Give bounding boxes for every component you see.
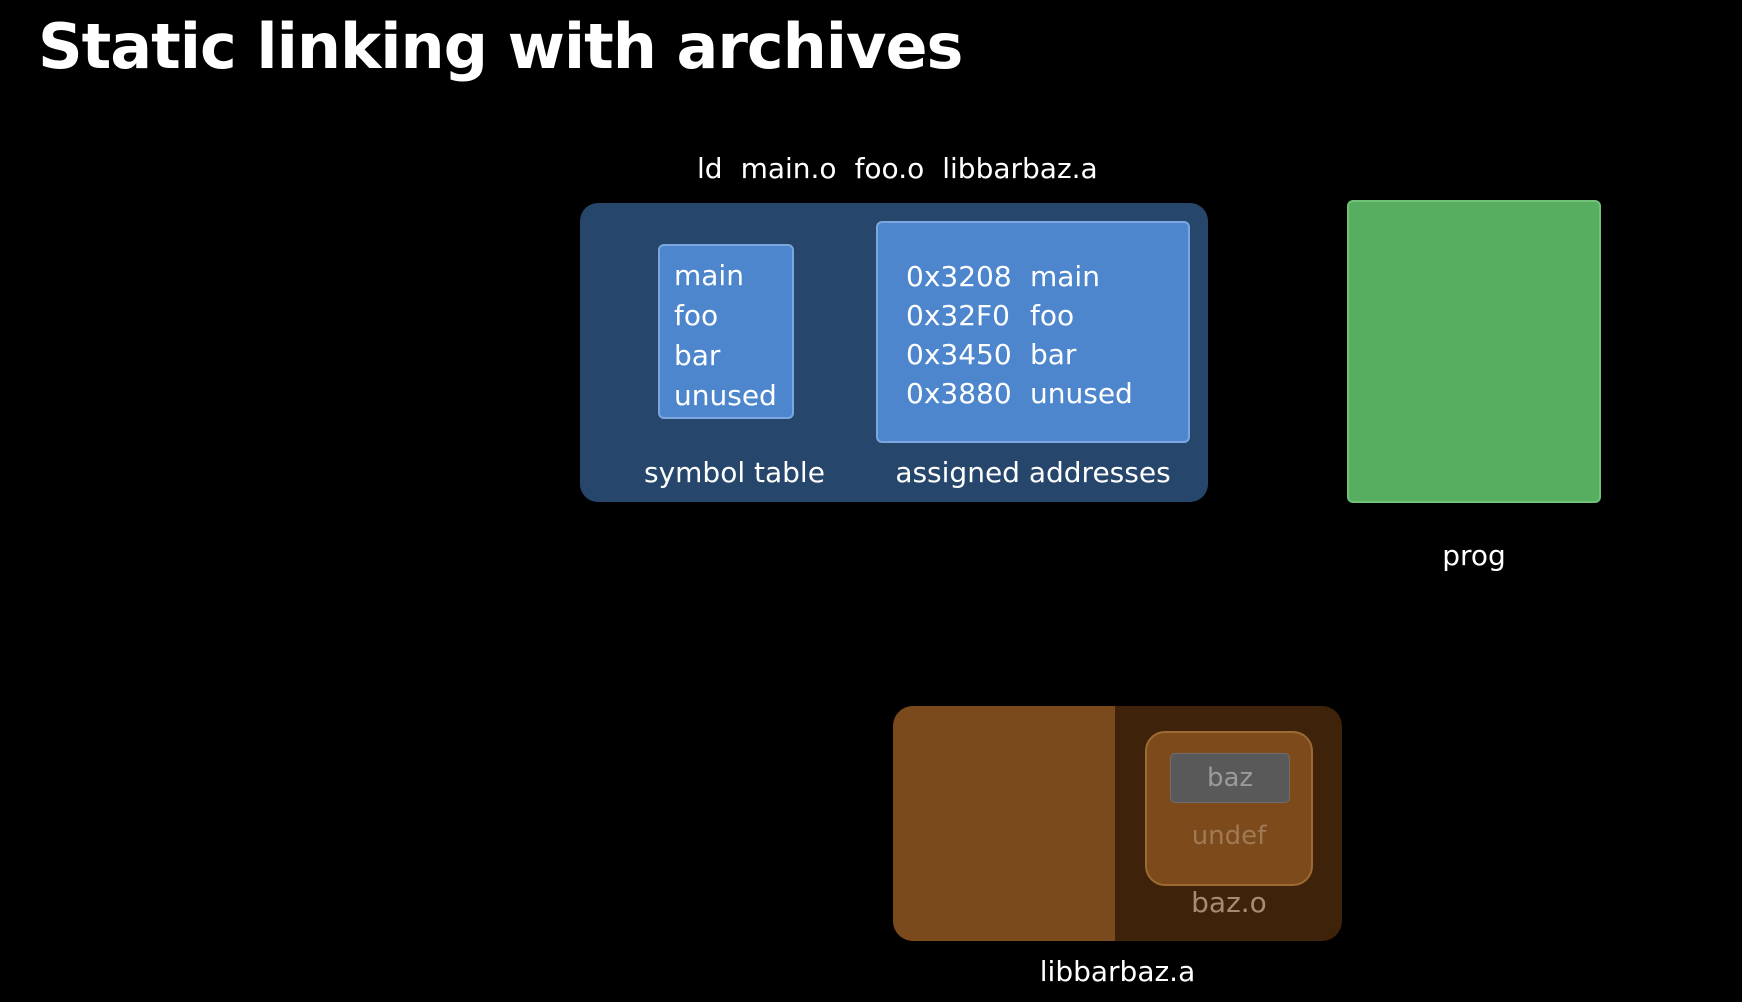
address-symbol: main — [1030, 260, 1100, 293]
address-value: 0x3450 — [906, 338, 1012, 371]
linker-box: main foo bar unused symbol table 0x3208 m… — [580, 203, 1208, 502]
archive-box: baz undef baz.o — [893, 706, 1342, 941]
undef-label: undef — [1191, 821, 1267, 851]
baz-o-label: baz.o — [1191, 886, 1267, 919]
slide-title: Static linking with archives — [38, 10, 963, 83]
address-row: 0x3208 main — [906, 257, 1188, 296]
command-arg-libbarbaz-a: libbarbaz.a — [942, 152, 1098, 185]
address-row: 0x32F0 foo — [906, 296, 1188, 335]
archive-label: libbarbaz.a — [1039, 955, 1196, 988]
archive-member-slot — [893, 706, 1115, 941]
command-tool: ld — [697, 152, 723, 185]
assigned-addresses-label: assigned addresses — [895, 456, 1171, 489]
symbol-entry-bar: bar — [674, 339, 721, 372]
address-value: 0x3208 — [906, 260, 1012, 293]
command-arg-main-o: main.o — [740, 152, 837, 185]
address-row: 0x3880 unused — [906, 374, 1188, 413]
assigned-addresses-table: 0x3208 main 0x32F0 foo 0x3450 bar 0x3880 unu… — [876, 221, 1190, 443]
prog-output-box — [1347, 200, 1601, 503]
command-arg-foo-o: foo.o — [854, 152, 925, 185]
address-value: 0x3880 — [906, 377, 1012, 410]
linker-command: ld main.o foo.o libbarbaz.a — [697, 152, 1116, 185]
symbol-entry-main: main — [674, 259, 744, 292]
address-symbol: unused — [1030, 377, 1133, 410]
symbol-entry-foo: foo — [674, 299, 719, 332]
symbol-table: main foo bar unused — [658, 244, 794, 419]
prog-label: prog — [1442, 539, 1506, 572]
address-row: 0x3450 bar — [906, 335, 1188, 374]
baz-symbol: baz — [1170, 753, 1290, 803]
symbol-table-label: symbol table — [644, 456, 825, 489]
symbol-entry-unused: unused — [674, 379, 777, 412]
address-symbol: foo — [1030, 299, 1075, 332]
baz-o-object: baz undef — [1145, 731, 1313, 886]
address-value: 0x32F0 — [906, 299, 1010, 332]
address-symbol: bar — [1030, 338, 1077, 371]
